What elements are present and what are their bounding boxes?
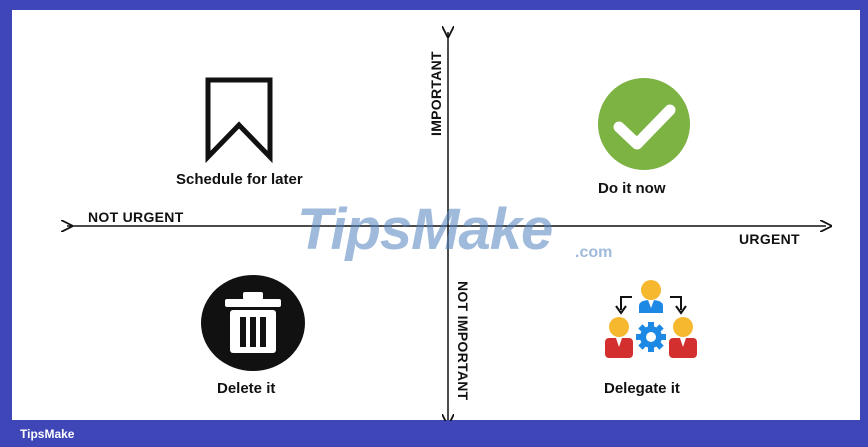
y-axis-top-label: IMPORTANT (428, 51, 444, 136)
watermark-suffix: .com (575, 244, 613, 261)
schedule-label: Schedule for later (176, 171, 303, 188)
footer-bar: TipsMake (0, 421, 868, 447)
delegate-people-icon (605, 280, 697, 358)
trash-icon (201, 275, 305, 371)
delete-label: Delete it (217, 380, 276, 397)
x-axis-left-label: NOT URGENT (88, 209, 184, 225)
axes (12, 10, 860, 420)
watermark: TipsMake (297, 197, 553, 262)
delegate-label: Delegate it (604, 380, 680, 397)
do-it-now-label: Do it now (598, 180, 666, 197)
y-axis-bottom-label: NOT IMPORTANT (455, 281, 471, 401)
footer-brand: TipsMake (20, 427, 75, 441)
bookmark-icon (205, 77, 273, 164)
x-axis-right-label: URGENT (739, 231, 800, 247)
checkmark-icon (598, 78, 690, 170)
diagram-panel: TipsMake .com NOT URGENT URGENT IMPORTAN… (12, 10, 860, 420)
